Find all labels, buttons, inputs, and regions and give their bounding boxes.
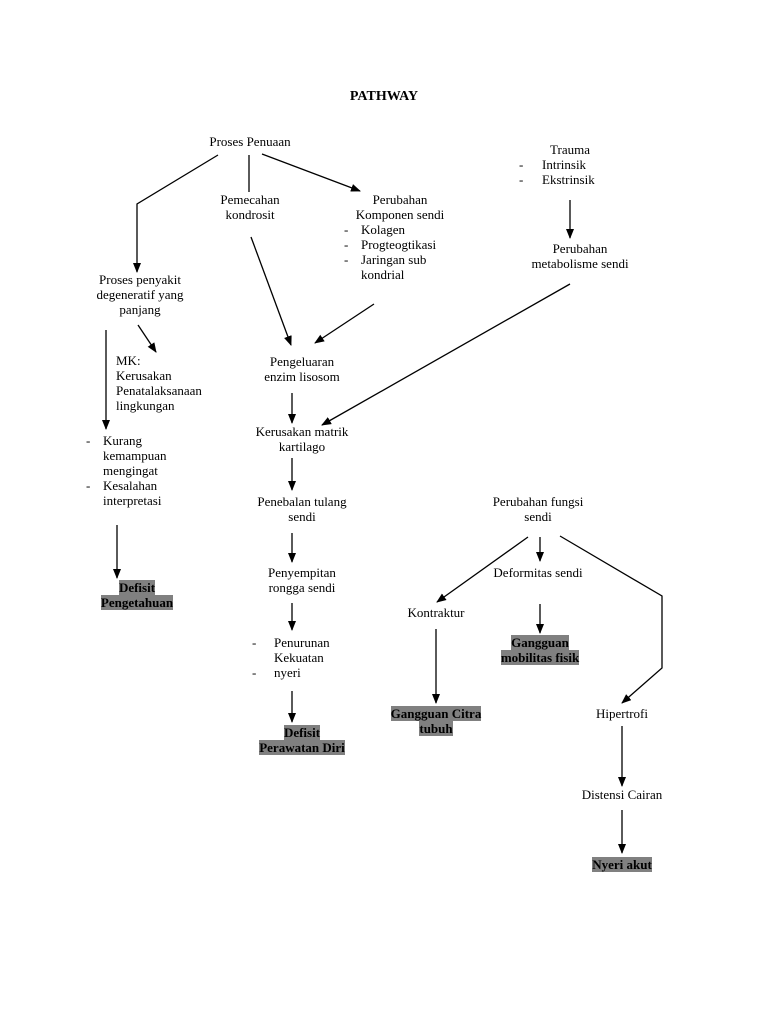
diagnosis-line: mobilitas fisik	[500, 650, 580, 665]
node-perubahan-komponen: Perubahan Komponen sendi	[355, 192, 445, 222]
bullet-dash: -	[519, 157, 524, 172]
diagnosis-line: Perawatan Diri	[259, 740, 345, 755]
bullet-dash: -	[519, 172, 524, 187]
bullet-dash: -	[252, 635, 257, 650]
bullet-dash: -	[86, 433, 91, 448]
diagnosis-nyeri-akut: Nyeri akut	[572, 857, 672, 872]
arrow-fungsi-to-hipertrofi	[559, 535, 663, 704]
node-hipertrofi: Hipertrofi	[596, 706, 648, 721]
arrow-fungsi-to-kontraktur	[436, 536, 529, 603]
komponen-kolagen: Kolagen	[361, 222, 406, 237]
diagnosis-line: Defisit	[118, 580, 156, 595]
diagnosis-defisit-perawatan: Defisit Perawatan Diri	[242, 725, 362, 755]
node-mk-kerusakan: MK: Kerusakan Penatalaksanaan lingkungan	[116, 353, 202, 413]
node-kontraktur: Kontraktur	[407, 605, 465, 620]
diagnosis-line: Defisit	[283, 725, 321, 740]
trauma-ekstrinsik: Ekstrinsik	[542, 172, 595, 187]
diagnosis-line: Nyeri akut	[592, 857, 652, 872]
node-distensi-cairan: Distensi Cairan	[581, 787, 663, 802]
node-pemecahan-kondrosit: Pemecahan kondrosit	[220, 192, 280, 222]
node-perubahan-metabolisme: Perubahan metabolisme sendi	[531, 241, 629, 271]
penurunan-nyeri: nyeri	[274, 665, 301, 680]
diagnosis-gangguan-citra: Gangguan Citra tubuh	[376, 706, 496, 736]
arrow-komponen-to-pengeluaran	[314, 303, 375, 344]
bullet-dash: -	[344, 222, 349, 237]
diagnosis-line: tubuh	[419, 721, 453, 736]
page-title: PATHWAY	[349, 89, 419, 104]
arrow-penuaan-to-komponen	[261, 153, 361, 192]
node-proses-penuaan: Proses Penuaan	[209, 134, 291, 149]
diagnosis-defisit-pengetahuan: Defisit Pengetahuan	[87, 580, 187, 610]
node-penyempitan-rongga: Penyempitan rongga sendi	[268, 565, 336, 595]
arrow-pemecahan-to-pengeluaran	[250, 236, 292, 346]
node-deformitas-sendi: Deformitas sendi	[493, 565, 583, 580]
bullet-dash: -	[86, 478, 91, 493]
komponen-jaringan: Jaringan sub kondrial	[361, 252, 427, 282]
trauma-intrinsik: Intrinsik	[542, 157, 587, 172]
diagnosis-line: Gangguan Citra	[390, 706, 482, 721]
komponen-progteogtikasi: Progteogtikasi	[361, 237, 437, 252]
node-penebalan-tulang: Penebalan tulang sendi	[257, 494, 347, 524]
bullet-dash: -	[344, 237, 349, 252]
bullet-dash: -	[252, 665, 257, 680]
diagnosis-line: Gangguan	[511, 635, 569, 650]
node-kerusakan-matrik: Kerusakan matrik kartilago	[255, 424, 349, 454]
penurunan-kekuatan: Penurunan Kekuatan	[274, 635, 330, 665]
arrow-penuaan-to-degeneratif	[133, 154, 219, 273]
node-perubahan-fungsi: Perubahan fungsi sendi	[492, 494, 584, 524]
kesalahan-interpretasi: Kesalahan interpretasi	[103, 478, 162, 508]
diagnosis-gangguan-mobilitas: Gangguan mobilitas fisik	[480, 635, 600, 665]
arrow-metabolisme-to-kerusakan	[321, 283, 571, 426]
node-trauma: Trauma	[550, 142, 590, 157]
node-pengeluaran-enzim: Pengeluaran enzim lisosom	[264, 354, 340, 384]
kurang-kemampuan: Kurang kemampuan mengingat	[103, 433, 167, 478]
node-proses-degeneratif: Proses penyakit degeneratif yang panjang	[96, 272, 184, 317]
arrow-degeneratif-to-mk	[137, 324, 157, 353]
diagnosis-line: Pengetahuan	[100, 595, 174, 610]
bullet-dash: -	[344, 252, 349, 267]
